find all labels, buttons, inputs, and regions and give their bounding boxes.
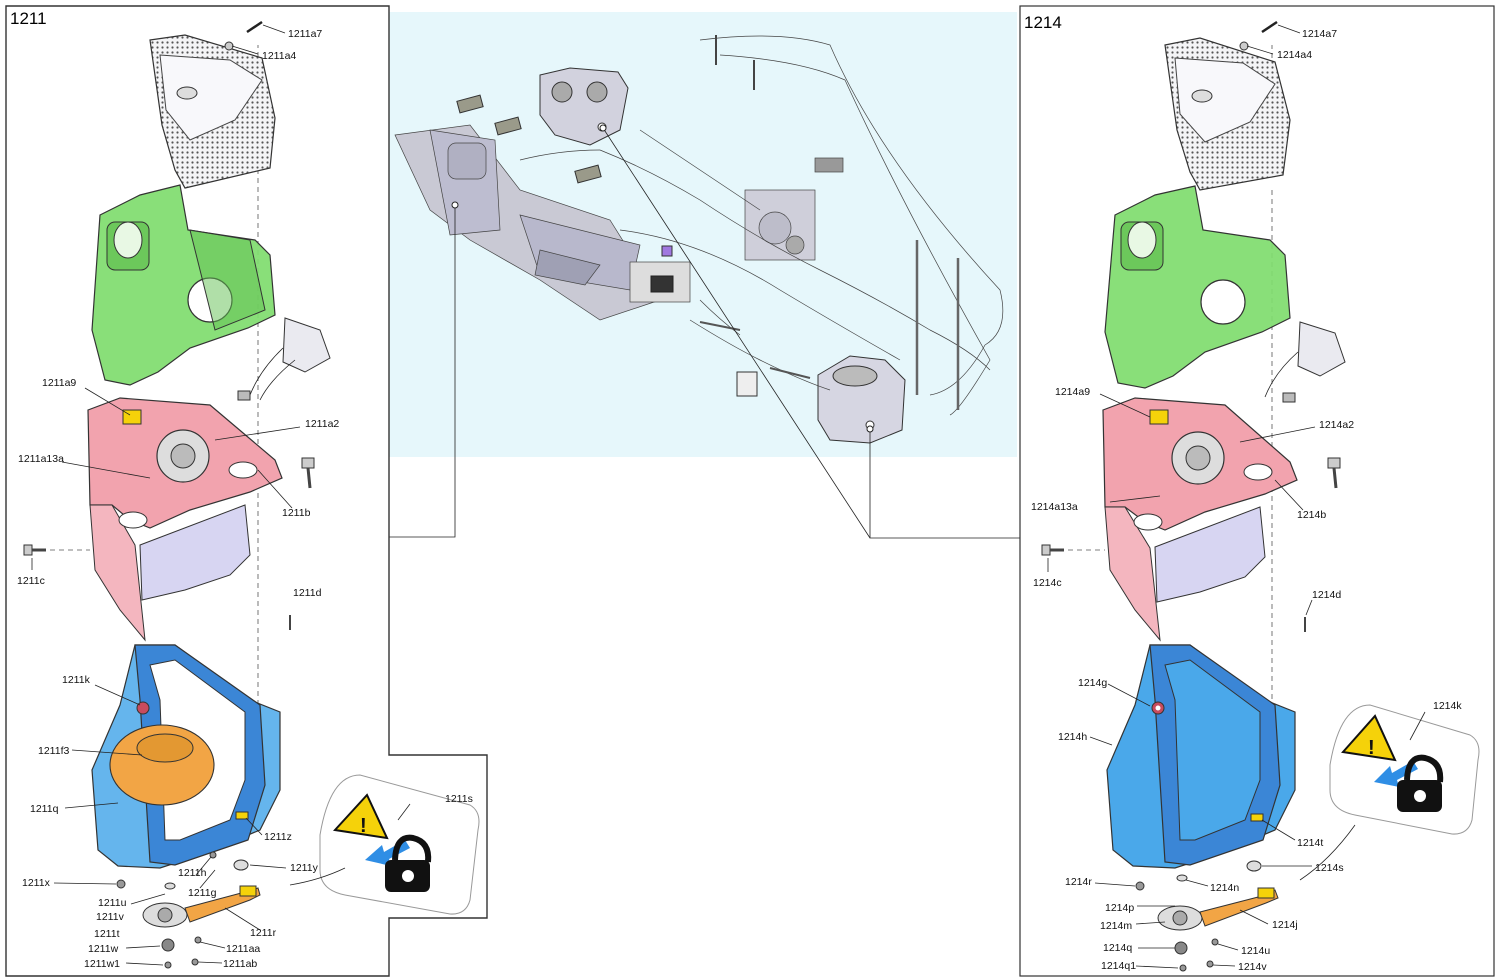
label-1211h: 1211h	[178, 867, 207, 879]
callouts-1211: 1211a7 1211a4 1211a9 1211a2 1211a13a 121…	[17, 28, 473, 970]
label-1211a4: 1211a4	[262, 50, 296, 62]
overview-speaker-pod-bottom	[817, 355, 906, 444]
label-1214g: 1214g	[1078, 677, 1107, 689]
frame-1214	[1106, 644, 1296, 869]
overview-modules	[456, 94, 758, 397]
label-1214q: 1214q	[1103, 942, 1132, 954]
overview-wiring	[519, 35, 1004, 416]
label-1211a13a: 1211a13a	[18, 453, 64, 465]
label-1214k: 1214k	[1433, 700, 1462, 712]
padlock-icon	[1397, 754, 1444, 812]
overview-leaders	[389, 124, 1020, 539]
overview-speaker-pod-top	[539, 67, 629, 146]
label-1214a7: 1214a7	[1302, 28, 1337, 40]
label-1214t: 1214t	[1297, 837, 1323, 849]
label-1211w: 1211w	[88, 943, 119, 955]
label-1211v: 1211v	[96, 911, 125, 923]
label-1211u: 1211u	[98, 897, 127, 909]
label-1211ab: 1211ab	[223, 958, 257, 970]
label-1211d: 1211d	[293, 587, 322, 599]
grille-1214	[1164, 37, 1291, 191]
label-1214u: 1214u	[1241, 945, 1270, 957]
panel-title: 1211	[10, 9, 47, 28]
harness-1211a2	[237, 317, 331, 401]
bolt-1214c	[1041, 544, 1105, 556]
label-1211y: 1211y	[290, 862, 319, 874]
label-1214a13a: 1214a13a	[1031, 501, 1078, 513]
label-1211w1: 1211w1	[84, 958, 120, 970]
bolt-1211c	[23, 544, 90, 556]
bolt-1214b	[1327, 457, 1341, 489]
label-1214c: 1214c	[1033, 577, 1062, 589]
label-1211f3: 1211f3	[38, 745, 69, 757]
panel-1214: 1214	[1019, 5, 1495, 977]
label-1214a4: 1214a4	[1277, 49, 1312, 61]
label-1211a7: 1211a7	[288, 28, 322, 40]
label-1214q1: 1214q1	[1101, 960, 1136, 972]
callouts-1214: 1214a7 1214a4 1214a9 1214a2 1214a13a 121…	[1031, 28, 1462, 973]
label-1214n: 1214n	[1210, 882, 1239, 894]
cover-1214	[1104, 185, 1291, 389]
leaders-1214	[1047, 24, 1426, 969]
label-1214h: 1214h	[1058, 731, 1087, 743]
label-1211aa: 1211aa	[226, 943, 260, 955]
label-1214d: 1214d	[1312, 589, 1341, 601]
label-1214v: 1214v	[1238, 961, 1267, 973]
label-1214m: 1214m	[1100, 920, 1132, 932]
small-parts-1211	[116, 851, 261, 969]
leaders-1211	[31, 24, 411, 966]
bolt-1211b	[301, 457, 315, 489]
warning-decal-1211s: !	[319, 774, 480, 915]
panel-title: 1214	[1024, 13, 1062, 32]
label-1211g: 1211g	[188, 887, 217, 899]
tray-1211	[139, 504, 251, 601]
warning-triangle-icon: !	[333, 793, 389, 840]
label-1211s: 1211s	[445, 793, 473, 805]
padlock-icon	[385, 834, 432, 892]
label-1211x: 1211x	[22, 877, 51, 889]
label-1211z: 1211z	[264, 831, 292, 843]
panel-1211: 1211	[5, 5, 488, 977]
small-parts-1214	[1135, 860, 1279, 972]
label-1211r: 1211r	[250, 927, 277, 939]
svg-text:!: !	[360, 815, 367, 837]
warning-decal-1214k: !	[1329, 704, 1480, 835]
label-1214s: 1214s	[1315, 862, 1344, 874]
tray-1214	[1154, 506, 1266, 603]
screw-1211a7	[224, 20, 263, 51]
label-1214r: 1214r	[1065, 876, 1092, 888]
label-1211q: 1211q	[30, 803, 59, 815]
frame-1211	[91, 644, 281, 869]
label-1214j: 1214j	[1272, 919, 1298, 931]
label-1211k: 1211k	[62, 674, 91, 686]
vehicle-overview	[389, 12, 1020, 539]
svg-text:!: !	[1368, 737, 1375, 759]
label-1214b: 1214b	[1297, 509, 1326, 521]
label-1211t: 1211t	[94, 928, 120, 940]
screw-1214a7	[1239, 20, 1278, 51]
label-1214a2: 1214a2	[1319, 419, 1354, 431]
cover-1211	[91, 184, 276, 386]
label-1214p: 1214p	[1105, 902, 1134, 914]
label-1211c: 1211c	[17, 575, 45, 587]
harness-1214a2	[1264, 321, 1346, 403]
lid-1211	[87, 397, 283, 642]
label-1211b: 1211b	[282, 507, 311, 519]
overview-engine	[744, 157, 844, 261]
overview-antennas	[699, 35, 960, 410]
warning-triangle-icon: !	[1341, 714, 1397, 762]
grille-1211	[149, 34, 276, 189]
label-1211a2: 1211a2	[305, 418, 339, 430]
label-1214a9: 1214a9	[1055, 386, 1090, 398]
label-1211a9: 1211a9	[42, 377, 76, 389]
